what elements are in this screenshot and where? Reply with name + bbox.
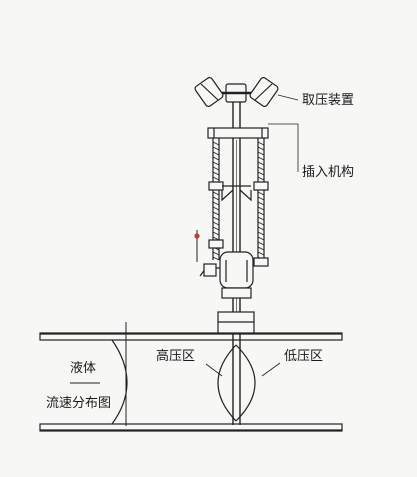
valve-assembly bbox=[194, 230, 255, 334]
right-thread-mark bbox=[257, 176, 265, 181]
liquid-label: 液体 bbox=[70, 361, 97, 376]
right-thread-mark bbox=[257, 251, 265, 256]
left-thread-mark bbox=[212, 191, 220, 196]
left-thread-mark bbox=[212, 221, 220, 226]
velocity-profile bbox=[70, 322, 128, 426]
insertion-mechanism-label: 插入机构 bbox=[302, 165, 355, 180]
left-thread-mark bbox=[212, 256, 220, 261]
pipe-bottom-wall bbox=[39, 423, 343, 432]
flow-distribution-label: 流速分布图 bbox=[46, 396, 112, 411]
valve-handle-tip bbox=[194, 233, 200, 239]
insertion-mechanism bbox=[207, 123, 299, 267]
right-thread-mark bbox=[257, 241, 265, 246]
right-valve-mark bbox=[254, 83, 273, 101]
right-thread-mark bbox=[257, 206, 265, 211]
right-lower-nut bbox=[253, 257, 269, 267]
right-thread-mark bbox=[257, 191, 265, 196]
left-thread-mark bbox=[212, 196, 220, 201]
right-thread-mark bbox=[257, 141, 265, 146]
right-thread-mark bbox=[257, 151, 265, 156]
left-thread-mark bbox=[212, 161, 220, 166]
device-leader bbox=[277, 94, 299, 101]
left-thread-mark bbox=[212, 216, 220, 221]
right-thread-mark bbox=[257, 231, 265, 236]
low-pressure-curve bbox=[235, 344, 256, 422]
right-thread-mark bbox=[257, 236, 265, 241]
left-valve-mark bbox=[200, 83, 219, 101]
right-thread-mark bbox=[257, 246, 265, 251]
right-thread-mark bbox=[257, 156, 265, 161]
right-thread-mark bbox=[257, 146, 265, 151]
left-lower-nut bbox=[208, 239, 224, 249]
valve-body bbox=[219, 251, 254, 289]
left-thread-mark bbox=[212, 141, 220, 146]
right-thread-mark bbox=[257, 216, 265, 221]
left-thread-mark bbox=[212, 231, 220, 236]
right-thread-mark bbox=[257, 201, 265, 206]
pipe-top-wall bbox=[39, 332, 343, 341]
right-thread-mark bbox=[257, 221, 265, 226]
lower-coupling bbox=[221, 287, 252, 299]
left-nut bbox=[208, 181, 224, 191]
left-thread-mark bbox=[212, 201, 220, 206]
left-thread-mark bbox=[212, 226, 220, 231]
left-thread-mark bbox=[212, 206, 220, 211]
high-pressure-zone-label: 高压区 bbox=[156, 349, 196, 364]
right-thread-mark bbox=[257, 171, 265, 176]
valve-stem bbox=[203, 263, 217, 277]
profile-curve bbox=[111, 339, 128, 425]
pressure-zones bbox=[205, 344, 281, 422]
high-pressure-curve bbox=[217, 344, 237, 422]
left-thread-mark bbox=[212, 156, 220, 161]
right-thread-mark bbox=[257, 166, 265, 171]
low-pressure-leader bbox=[261, 362, 281, 377]
middle-yoke bbox=[221, 189, 252, 202]
right-nut bbox=[253, 181, 269, 191]
high-pressure-leader bbox=[205, 363, 223, 377]
pressure-device-label: 取压装置 bbox=[302, 93, 355, 108]
right-thread-mark bbox=[257, 161, 265, 166]
right-thread-mark bbox=[257, 196, 265, 201]
left-thread-mark bbox=[212, 211, 220, 216]
low-pressure-zone-label: 低压区 bbox=[284, 349, 324, 364]
left-thread-mark bbox=[212, 151, 220, 156]
left-thread-mark bbox=[212, 146, 220, 151]
left-thread-mark bbox=[212, 171, 220, 176]
pressure-device bbox=[194, 77, 299, 107]
top-plate bbox=[207, 127, 269, 139]
left-thread-mark bbox=[212, 176, 220, 181]
left-thread-mark bbox=[212, 251, 220, 256]
right-thread-mark bbox=[257, 226, 265, 231]
right-thread-mark bbox=[257, 211, 265, 216]
left-thread-mark bbox=[212, 166, 220, 171]
pipe bbox=[39, 332, 343, 432]
